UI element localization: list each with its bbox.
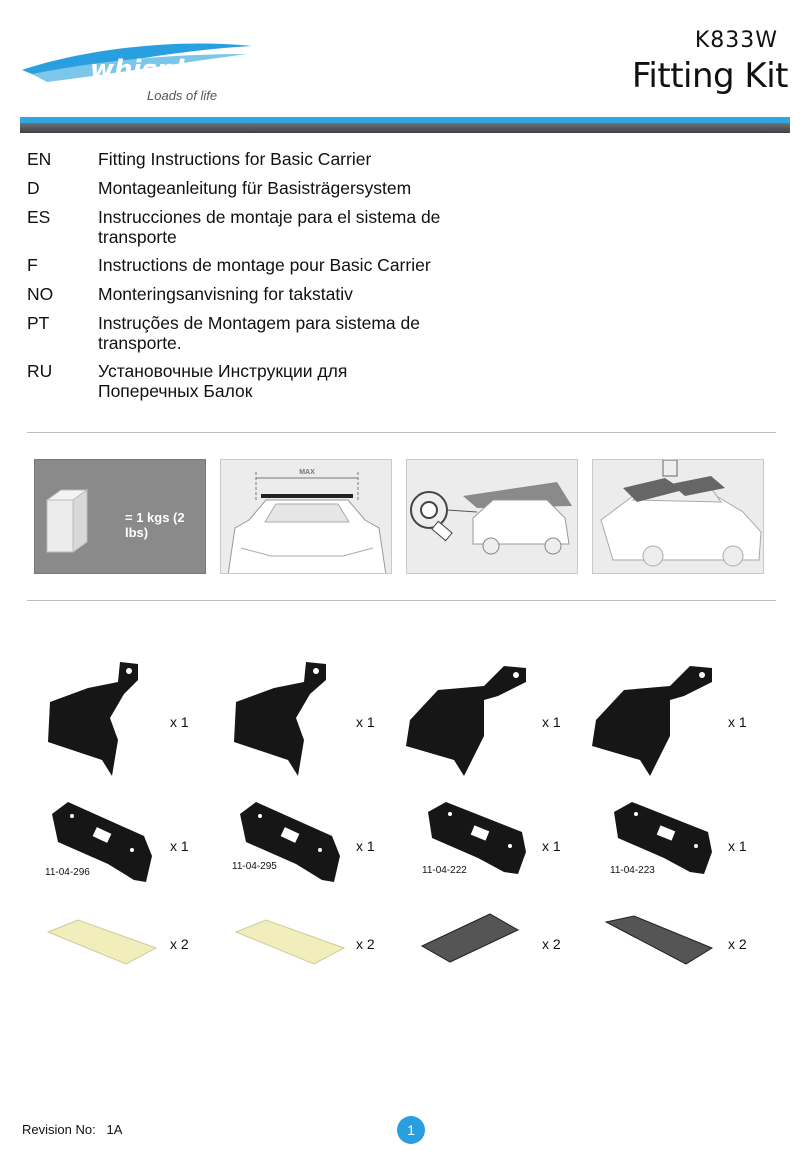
quantity-label: x 1 [728, 838, 747, 854]
quantity-label: x 2 [542, 936, 561, 952]
header-band-blue [20, 117, 790, 123]
language-text: Instructions de montage pour Basic Carri… [98, 255, 431, 275]
quantity-label: x 2 [170, 936, 189, 952]
quantity-label: x 1 [542, 714, 561, 730]
whispbar-logo: whispbar Loads of life [22, 43, 252, 103]
divider [27, 600, 776, 601]
language-code: D [27, 178, 40, 198]
language-row: PT Instruções de Montagem para sistema d… [27, 313, 527, 353]
quantity-label: x 1 [356, 714, 375, 730]
car-front-icon: MAX [227, 469, 387, 573]
foot-pad-icon [614, 802, 712, 874]
quantity-label: x 1 [170, 838, 189, 854]
bracket-icon [406, 666, 526, 776]
language-text: Instruções de Montagem para sistema de t… [98, 313, 420, 353]
language-row: NO Monteringsanvisning for takstativ [27, 284, 527, 305]
rubber-strip-icon [420, 913, 520, 963]
language-code: F [27, 255, 38, 275]
language-row: D Montageanleitung für Basisträgersystem [27, 178, 527, 199]
weight-label: = 1 kgs (2 lbs) [125, 510, 185, 540]
page-number: 1 [397, 1116, 425, 1144]
car-roof-load-icon [600, 460, 762, 567]
rubber-strip-icon [234, 919, 346, 965]
language-row: ES Instrucciones de montaje para el sist… [27, 207, 527, 247]
quantity-label: x 1 [728, 714, 747, 730]
language-code: RU [27, 361, 53, 381]
language-code: NO [27, 284, 54, 304]
language-list: EN Fitting Instructions for Basic Carrie… [27, 149, 527, 409]
quantity-label: x 1 [170, 714, 189, 730]
quantity-label: x 1 [356, 838, 375, 854]
divider [27, 432, 776, 433]
bracket-icon [48, 662, 138, 776]
revision-value: 1A [106, 1122, 123, 1137]
foot-pad-icon [52, 802, 152, 882]
language-code: ES [27, 207, 51, 227]
header-band-gray [20, 123, 790, 133]
part-code: 11-04-222 [422, 865, 467, 876]
rubber-strip-icon [604, 915, 714, 965]
revision-label: Revision No: [22, 1122, 96, 1137]
bracket-icon [234, 662, 326, 776]
max-width-picto: MAX [220, 459, 392, 574]
load-picto [592, 459, 764, 574]
page-title: Fitting Kit [631, 56, 789, 96]
part-code: 11-04-223 [610, 865, 655, 876]
language-code: EN [27, 149, 52, 169]
quantity-label: x 2 [356, 936, 375, 952]
language-text: Monteringsanvisning for takstativ [98, 284, 353, 304]
rubber-strip-icon [46, 919, 158, 965]
language-code: PT [27, 313, 50, 333]
quantity-label: x 2 [728, 936, 747, 952]
brand-tagline: Loads of life [147, 88, 217, 103]
foot-pad-icon [240, 802, 340, 882]
language-row: EN Fitting Instructions for Basic Carrie… [27, 149, 527, 170]
car-strap-icon [410, 482, 572, 555]
language-text: Установочные Инструкции для Поперечных Б… [98, 361, 348, 401]
revision-info: Revision No: 1A [22, 1122, 122, 1137]
foot-pad-icon [428, 802, 526, 874]
brand-wordmark: whispbar [90, 55, 227, 85]
header: whispbar Loads of life K833W Fitting Kit [0, 0, 808, 135]
part-code: 11-04-296 [45, 867, 90, 878]
box-icon [45, 489, 89, 553]
language-text: Instrucciones de montaje para el sistema… [98, 207, 441, 247]
kit-code: K833W [694, 28, 778, 53]
language-row: F Instructions de montage pour Basic Car… [27, 255, 527, 276]
language-row: RU Установочные Инструкции для Поперечны… [27, 361, 527, 401]
language-text: Fitting Instructions for Basic Carrier [98, 149, 372, 169]
part-code: 11-04-295 [232, 861, 277, 872]
bracket-icon [592, 666, 712, 776]
weight-picto: = 1 kgs (2 lbs) [34, 459, 206, 574]
max-label: MAX [299, 469, 315, 476]
tie-down-picto [406, 459, 578, 574]
language-text: Montageanleitung für Basisträgersystem [98, 178, 412, 198]
quantity-label: x 1 [542, 838, 561, 854]
